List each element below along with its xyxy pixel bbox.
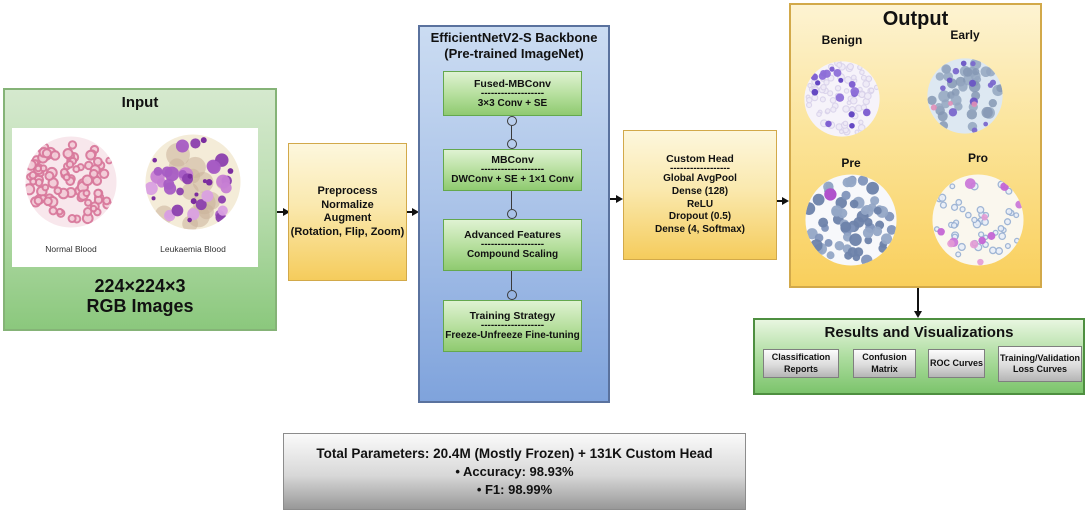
result-item-loss-curves: Training/Validation Loss Curves xyxy=(998,346,1082,382)
block-title: MBConv xyxy=(491,154,534,166)
benign-class-image xyxy=(804,61,880,137)
custom-head-divider: ------------------ xyxy=(670,163,730,174)
arrow-preprocess-backbone xyxy=(407,211,413,213)
summary-accuracy: • Accuracy: 98.93% xyxy=(455,463,574,479)
arrow-backbone-head xyxy=(610,198,617,200)
connector-circle xyxy=(507,290,517,300)
pre-class-image xyxy=(805,174,897,266)
arrowhead-preprocess-backbone xyxy=(412,208,419,216)
custom-head-line: Global AvgPool xyxy=(663,173,737,184)
preprocess-line: Preprocess xyxy=(317,185,378,197)
output-title: Output xyxy=(882,8,949,30)
preprocess-line: Augment xyxy=(323,212,372,224)
connector-line xyxy=(511,271,513,290)
normal-blood-label: Normal Blood xyxy=(45,244,97,254)
arrowhead-head-output xyxy=(782,197,789,205)
connector-circle xyxy=(507,209,517,219)
results-title: Results and Visualizations xyxy=(824,324,1014,341)
block-fused-mbconv: Fused-MBConv ------------------- 3×3 Con… xyxy=(443,71,582,116)
block-advanced-features: Advanced Features ------------------- Co… xyxy=(443,219,582,271)
summary-f1: • F1: 98.99% xyxy=(476,481,553,497)
arrow-output-results xyxy=(917,288,919,312)
class-label-benign: Benign xyxy=(821,33,863,47)
arrow-head-output xyxy=(777,200,783,202)
leukaemia-blood-label: Leukaemia Blood xyxy=(160,244,226,254)
block-divider: ------------------- xyxy=(480,239,545,250)
connector-line xyxy=(511,191,513,209)
preprocess-box: Preprocess Normalize Augment (Rotation, … xyxy=(288,143,407,281)
class-label-pre: Pre xyxy=(841,156,861,170)
result-item-classification-reports: Classification Reports xyxy=(763,349,839,378)
block-mbconv: MBConv ------------------- DWConv + SE +… xyxy=(443,149,582,191)
connector-line xyxy=(511,126,513,139)
class-label-early: Early xyxy=(950,28,980,42)
custom-head-line: ReLU xyxy=(686,198,714,210)
custom-head-title: Custom Head xyxy=(666,153,734,165)
block-title: Advanced Features xyxy=(464,229,561,241)
input-title: Input xyxy=(121,94,159,111)
input-size-caption: 224×224×3 xyxy=(94,276,186,296)
arrow-input-preprocess xyxy=(277,211,284,213)
custom-head-box: Custom Head ------------------ Global Av… xyxy=(623,130,777,260)
block-divider: ------------------- xyxy=(480,320,545,331)
normal-blood-image xyxy=(25,136,117,228)
arrowhead-output-results xyxy=(914,311,922,318)
block-title: Fused-MBConv xyxy=(474,77,551,90)
block-subtitle: Compound Scaling xyxy=(466,249,559,260)
block-subtitle: DWConv + SE + 1×1 Conv xyxy=(451,174,574,185)
custom-head-line: Dense (4, Softmax) xyxy=(654,224,746,236)
summary-parameters: Total Parameters: 20.4M (Mostly Frozen) … xyxy=(316,445,713,461)
summary-box: Total Parameters: 20.4M (Mostly Frozen) … xyxy=(283,433,746,510)
block-divider: ------------------- xyxy=(480,164,545,175)
leukaemia-blood-image xyxy=(145,134,241,230)
arrowhead-input-preprocess xyxy=(283,208,290,216)
early-class-image xyxy=(927,58,1003,134)
block-title: Training Strategy xyxy=(469,310,556,322)
result-item-confusion-matrix: Confusion Matrix xyxy=(853,349,916,378)
preprocess-line: Normalize xyxy=(321,198,374,211)
result-item-roc-curves: ROC Curves xyxy=(928,349,985,378)
arrowhead-backbone-head xyxy=(616,195,623,203)
custom-head-line: Dropout (0.5) xyxy=(668,211,732,223)
block-divider: ------------------- xyxy=(480,87,545,99)
preprocess-line: (Rotation, Flip, Zoom) xyxy=(290,225,405,238)
connector-circle xyxy=(507,139,517,149)
backbone-title: EfficientNetV2-S Backbone (Pre-trained I… xyxy=(418,30,610,62)
custom-head-line: Dense (128) xyxy=(671,185,729,197)
block-training-strategy: Training Strategy ------------------- Fr… xyxy=(443,300,582,352)
backbone-title-line2: (Pre-trained ImageNet) xyxy=(444,46,584,61)
connector-circle xyxy=(507,116,517,126)
backbone-title-line1: EfficientNetV2-S Backbone xyxy=(430,30,598,45)
block-subtitle: Freeze-Unfreeze Fine-tuning xyxy=(445,330,580,341)
pro-class-image xyxy=(932,174,1024,266)
class-label-pro: Pro xyxy=(967,151,988,165)
input-type-caption: RGB Images xyxy=(86,296,194,316)
block-subtitle: 3×3 Conv + SE xyxy=(477,97,548,109)
input-image-panel: Normal Blood Leukaemia Blood xyxy=(12,128,258,267)
